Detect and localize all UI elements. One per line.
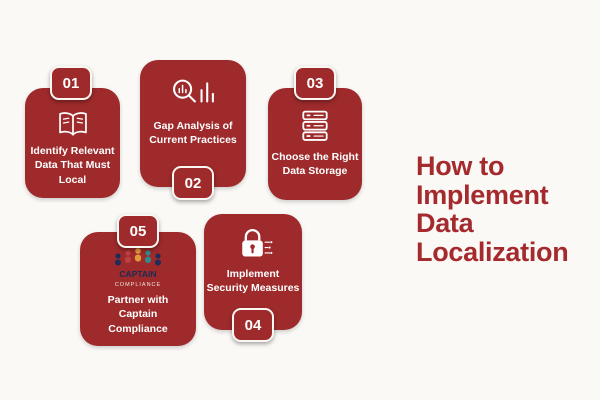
step-label-02: Gap Analysis of Current Practices [149, 120, 237, 147]
magnifier-bar-chart-icon [173, 79, 214, 103]
server-stack-icon [302, 110, 328, 141]
step-card-03: Choose the Right Data Storage [268, 88, 362, 200]
step-label-01: Identify Relevant Data That Must Local [30, 145, 115, 186]
logo-people-figures [115, 248, 161, 266]
logo-text-compliance: COMPLIANCE [115, 282, 161, 288]
step-number-02: 02 [172, 166, 214, 200]
step-label-03: Choose the Right Data Storage [271, 151, 359, 178]
step-number-05: 05 [117, 214, 159, 248]
padlock-circuit-icon [242, 228, 273, 257]
open-book-icon [58, 112, 87, 136]
step-number-03: 03 [294, 66, 336, 100]
captain-compliance-logo: CAPTAIN COMPLIANCE [115, 248, 161, 288]
step-label-05: Partner with Captain Compliance [107, 294, 169, 335]
step-label-04: Implement Security Measures [206, 268, 300, 295]
step-card-05: CAPTAIN COMPLIANCE Partner with Captain … [80, 232, 196, 346]
step-number-01: 01 [50, 66, 92, 100]
step-card-01: Identify Relevant Data That Must Local [25, 88, 120, 198]
step-number-04: 04 [232, 308, 274, 342]
step-card-02: Gap Analysis of Current Practices [140, 60, 246, 187]
logo-text-captain: CAPTAIN [119, 269, 156, 279]
page-title: How to Implement Data Localization [416, 151, 569, 267]
